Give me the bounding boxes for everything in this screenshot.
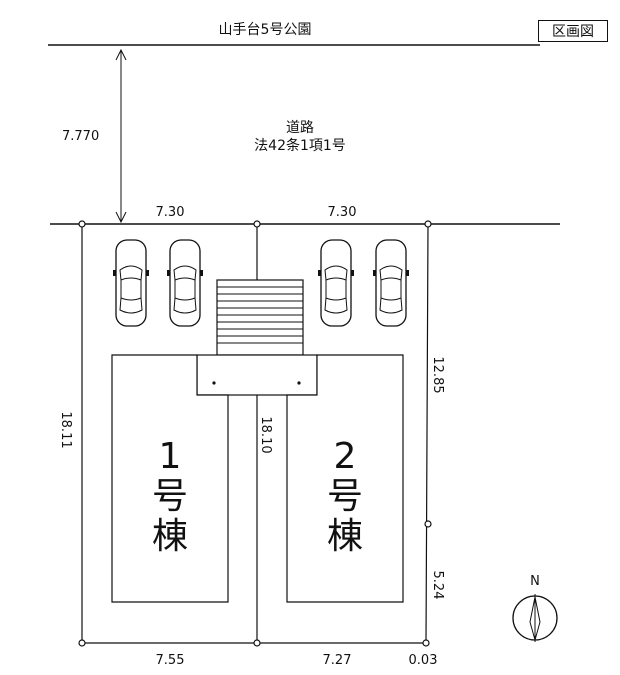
- parking-car-2b: [372, 239, 410, 327]
- survey-markers: [78, 220, 432, 647]
- road-width-label: 7.770: [62, 129, 99, 144]
- building-1: [111, 354, 229, 603]
- plan-title: 区画図: [538, 20, 608, 42]
- dim-bottom-left: 7.55: [156, 653, 185, 668]
- park-name: 山手台5号公園: [219, 22, 312, 38]
- dim-right-upper: 12.85: [430, 356, 445, 393]
- parking-car-2a: [317, 239, 355, 327]
- dim-bottom-right: 7.27: [323, 653, 352, 668]
- dim-top-right: 7.30: [328, 205, 357, 220]
- dim-top-left: 7.30: [156, 205, 185, 220]
- dim-middle: 18.10: [258, 416, 273, 453]
- parking-car-1a: [112, 239, 150, 327]
- building-1-char1: 号: [152, 476, 188, 517]
- entrance-stairs: [216, 279, 304, 356]
- road-label: 道路: [286, 120, 314, 136]
- building-1-char2: 棟: [152, 516, 188, 557]
- dim-right-lower: 5.24: [430, 571, 445, 600]
- building-1-number: 1: [159, 436, 182, 477]
- dim-left: 18.11: [58, 411, 73, 448]
- north-compass-icon: N: [512, 574, 558, 642]
- parking-car-1b: [166, 239, 204, 327]
- building-2-char2: 棟: [327, 516, 363, 557]
- building-2-char1: 号: [327, 476, 363, 517]
- entrance-porch: [196, 354, 318, 396]
- building-2-number: 2: [334, 436, 357, 477]
- building-2: [286, 354, 404, 603]
- dim-bottom-corner: 0.03: [409, 653, 438, 668]
- compass-north-label: N: [530, 574, 540, 589]
- road-legal-label: 法42条1項1号: [254, 137, 346, 154]
